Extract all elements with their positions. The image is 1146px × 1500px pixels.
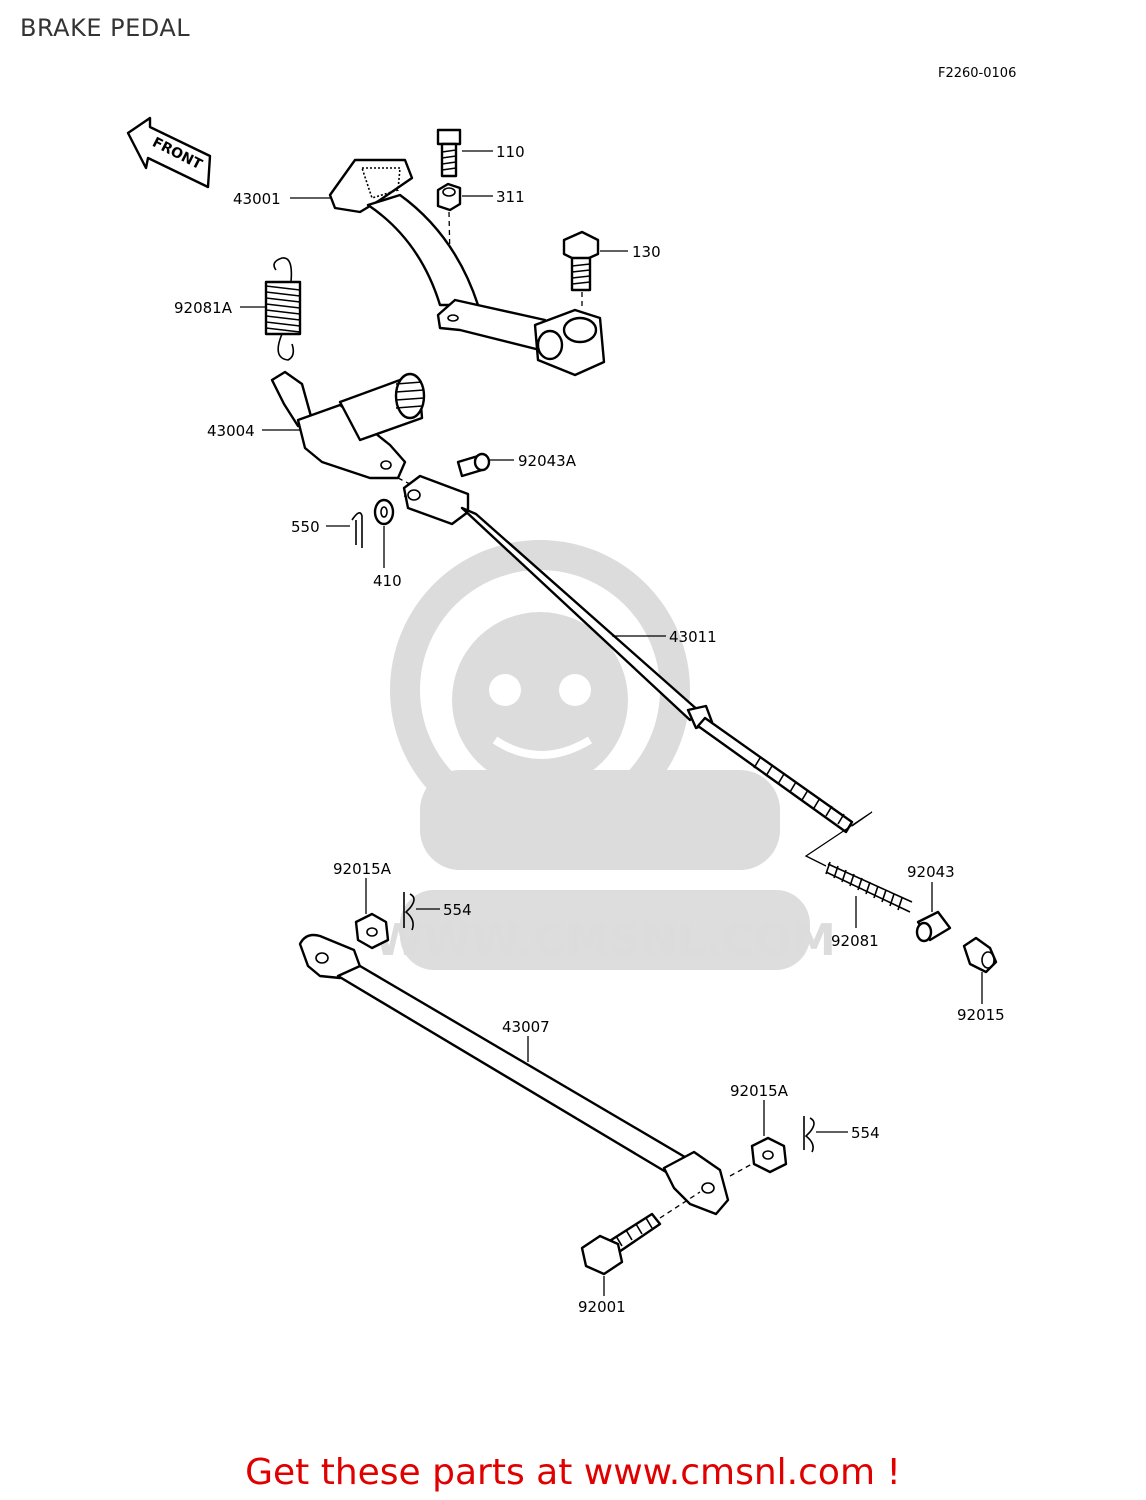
figure-code: F2260-0106 bbox=[938, 66, 1017, 81]
label-part-130: 130 bbox=[632, 243, 661, 261]
label-part-110: 110 bbox=[496, 143, 525, 161]
nut-92015-icon bbox=[962, 936, 998, 974]
clip-554-bottom-icon bbox=[803, 1116, 815, 1153]
bolt-110-icon bbox=[436, 128, 462, 178]
label-part-92081: 92081 bbox=[831, 932, 879, 950]
pedal-shaft-43004-icon bbox=[270, 370, 426, 480]
front-direction-arrow: FRONT bbox=[126, 116, 212, 189]
watermark-url-text: WWW.CMSNL.COM bbox=[374, 915, 836, 966]
collar-92043-icon bbox=[915, 910, 952, 943]
label-part-43007: 43007 bbox=[502, 1018, 550, 1036]
nut-92015A-top-icon bbox=[354, 912, 390, 950]
watermark: CMS WWW.CMSNL.COM bbox=[374, 540, 836, 970]
spring-92081-icon bbox=[825, 861, 913, 913]
brake-rod-43007-icon bbox=[298, 933, 730, 1216]
label-part-92015: 92015 bbox=[957, 1006, 1005, 1024]
label-part-550: 550 bbox=[291, 518, 320, 536]
clip-554-top-icon bbox=[403, 892, 415, 931]
cotter-pin-550-icon bbox=[351, 512, 363, 548]
mascot-logo-icon bbox=[390, 540, 810, 970]
label-part-43001: 43001 bbox=[233, 190, 281, 208]
label-part-311: 311 bbox=[496, 188, 525, 206]
label-part-43011: 43011 bbox=[669, 628, 717, 646]
label-part-92015A-bottom: 92015A bbox=[730, 1082, 789, 1100]
watermark-logo-text: CMS bbox=[502, 776, 698, 869]
label-part-92043: 92043 bbox=[907, 863, 955, 881]
brake-pedal-43001-icon bbox=[328, 158, 606, 377]
bolt-130-icon bbox=[562, 230, 600, 292]
label-part-92001: 92001 bbox=[578, 1298, 626, 1316]
spring-92081A-icon bbox=[264, 257, 302, 361]
label-part-92043A: 92043A bbox=[518, 452, 577, 470]
label-part-410: 410 bbox=[373, 572, 402, 590]
label-part-92081A: 92081A bbox=[174, 299, 233, 317]
leader-lines bbox=[240, 150, 983, 1296]
label-part-554-bottom: 554 bbox=[851, 1124, 880, 1142]
bolt-92001-icon bbox=[580, 1212, 662, 1276]
label-part-554-top: 554 bbox=[443, 901, 472, 919]
brake-rod-43011-icon bbox=[402, 474, 854, 834]
nut-92015A-bottom-icon bbox=[750, 1136, 788, 1174]
page-title: BRAKE PEDAL bbox=[20, 14, 191, 42]
washer-311-icon bbox=[436, 182, 462, 212]
footer-link[interactable]: Get these parts at www.cmsnl.com ! bbox=[245, 1452, 901, 1493]
pin-92043A-icon bbox=[456, 452, 491, 478]
part-labels: 110 311 43001 130 92081A 43004 92043A 55… bbox=[174, 143, 1005, 1316]
label-part-43004: 43004 bbox=[207, 422, 255, 440]
label-part-92015A-top: 92015A bbox=[333, 860, 392, 878]
washer-410-icon bbox=[373, 498, 395, 526]
